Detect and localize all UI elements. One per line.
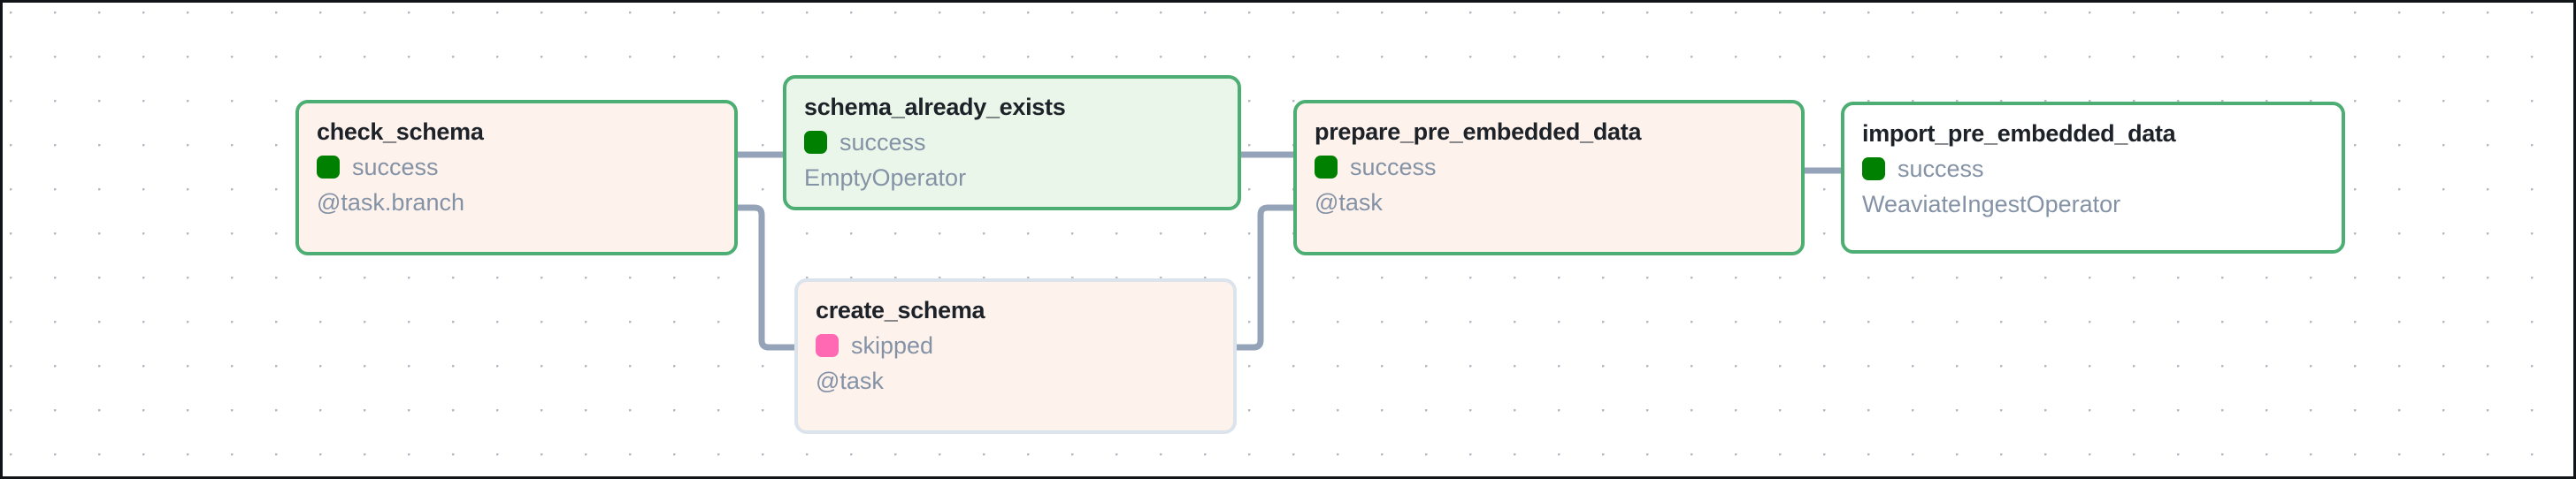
- dag-node-check-schema[interactable]: check_schema success @task.branch: [295, 100, 738, 255]
- node-operator-label: @task.branch: [317, 189, 464, 217]
- node-status-label: success: [1898, 155, 1984, 182]
- dag-node-import-pre-embedded-data[interactable]: import_pre_embedded_data success Weaviat…: [1841, 102, 2345, 254]
- status-success-icon: [317, 156, 340, 179]
- status-success-icon: [1862, 157, 1885, 181]
- node-title: schema_already_exists: [804, 94, 1066, 120]
- node-operator-label: @task: [816, 368, 884, 395]
- status-success-icon: [804, 131, 827, 155]
- node-status-label: success: [352, 153, 439, 180]
- edge-create-schema-to-prepare: [1233, 204, 1297, 351]
- node-status-row: success: [804, 128, 1220, 156]
- node-title: create_schema: [816, 297, 985, 323]
- node-title: prepare_pre_embedded_data: [1315, 118, 1642, 145]
- node-status-label: skipped: [851, 331, 934, 359]
- node-operator-label: EmptyOperator: [804, 164, 967, 192]
- status-success-icon: [1315, 156, 1338, 179]
- dag-node-prepare-pre-embedded-data[interactable]: prepare_pre_embedded_data success @task: [1293, 100, 1805, 255]
- dag-node-schema-already-exists[interactable]: schema_already_exists success EmptyOpera…: [783, 75, 1241, 210]
- node-status-label: success: [840, 128, 926, 156]
- node-status-row: success: [1862, 155, 2324, 183]
- dag-node-create-schema[interactable]: create_schema skipped @task: [794, 278, 1237, 434]
- node-status-row: success: [317, 153, 717, 181]
- edge-check-schema-to-create-schema: [734, 204, 798, 351]
- node-status-row: success: [1315, 153, 1783, 181]
- node-operator-label: @task: [1315, 189, 1383, 217]
- node-status-row: skipped: [816, 331, 1215, 360]
- node-operator-label: WeaviateIngestOperator: [1862, 191, 2121, 218]
- node-title: check_schema: [317, 118, 484, 145]
- node-status-label: success: [1350, 153, 1437, 180]
- node-title: import_pre_embedded_data: [1862, 120, 2176, 147]
- status-skipped-icon: [816, 334, 839, 358]
